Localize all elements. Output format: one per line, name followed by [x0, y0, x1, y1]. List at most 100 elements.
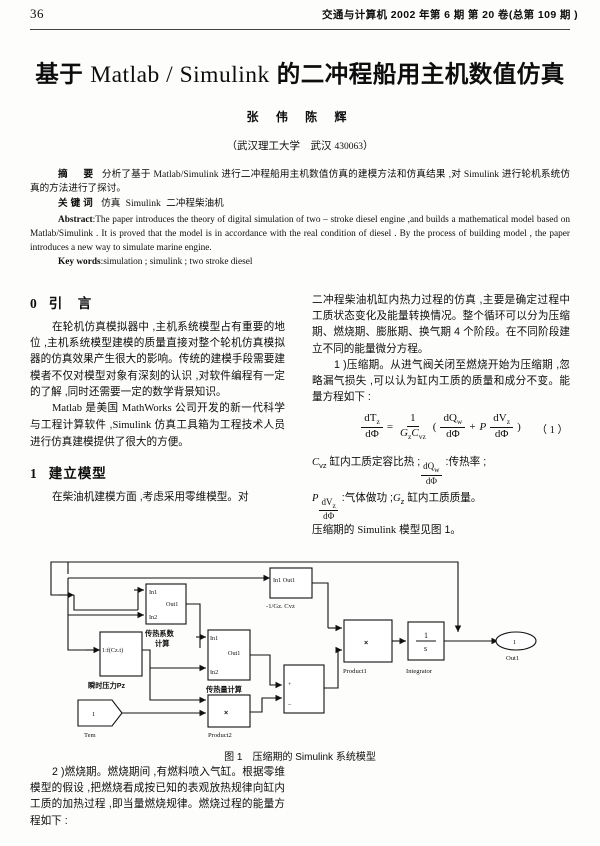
- abstract-cn-b: 进行二冲程船用主机数值仿真的建模方法和仿真结果 ,对: [218, 169, 464, 180]
- abstract-en: Abstract:The paper introduces the theory…: [30, 213, 570, 255]
- def-p-symbol: P: [312, 492, 319, 504]
- wire-gain-out: [312, 582, 329, 628]
- sum-block[interactable]: [283, 664, 325, 714]
- eq1-lhs-den: dΦ: [365, 428, 379, 441]
- eq1-f1-den-sub1: z: [408, 432, 412, 442]
- gain-in-port-label: In1 Out1: [273, 577, 295, 584]
- section-title-0: 引 言: [48, 296, 93, 311]
- section-title-1: 建立模型: [48, 465, 107, 481]
- right-column: 二冲程柴油机缸内热力过程的仿真 ,主要是确定过程中工质状态变化及能量转换情况。整…: [312, 292, 570, 539]
- sum-plus: +: [288, 681, 292, 688]
- paragraph-intro-2-b: 是美国: [82, 402, 122, 415]
- affiliation-postcode: 430063: [334, 142, 363, 152]
- heat-flow-sublabel: 传热量计算: [205, 685, 242, 694]
- wire-pressure-out: [142, 649, 206, 672]
- wire-bus-down: [67, 578, 93, 651]
- tail-left-column: 2 )燃烧期。燃烧期间 ,有燃料喷入气缸。根据零维模型的假设 ,把燃烧看成按已知…: [30, 764, 285, 829]
- eq1-f1-den-c: C: [411, 426, 419, 439]
- eq1-f3-num: dV: [493, 412, 507, 425]
- paragraph-intro-2: Matlab 是美国 MathWorks 公司开发的新一代科学与工程计算软件 ,…: [30, 400, 285, 451]
- abstract-cn-label: 摘 要: [58, 169, 97, 180]
- heat-coef-sublabel-2: 计算: [155, 639, 169, 648]
- article-title: 基于 Matlab / Simulink 的二冲程船用主机数值仿真: [0, 55, 600, 89]
- eq1-paren-close: ): [517, 421, 521, 434]
- section-number-0: 0: [30, 296, 38, 311]
- eq1-f3-num-sub: z: [506, 417, 511, 427]
- mathworks-mention: MathWorks: [121, 403, 172, 415]
- eq1-plus: +: [469, 421, 476, 434]
- heat-coef-in1: In1: [149, 589, 157, 596]
- fig-ref-a: 压缩期的: [312, 523, 358, 536]
- section-heading-0: 0 引 言: [30, 292, 285, 312]
- product2-block[interactable]: [207, 694, 251, 728]
- heat-coef-sublabel-1: 传热系数: [144, 629, 175, 638]
- sum-minus: –: [287, 701, 292, 708]
- eq1-f2-den: dΦ: [446, 428, 460, 441]
- eq1-f2: dQw dΦ: [440, 412, 466, 441]
- heat-flow-in2: In2: [210, 669, 218, 676]
- eq1-f2-num: dQ: [443, 412, 457, 425]
- eq1-f1-den-g: G: [400, 426, 408, 439]
- product2-label: ×: [224, 708, 228, 717]
- def-cvz-symbol: C: [312, 457, 320, 469]
- def-dqw-num: dQ: [423, 461, 435, 472]
- paragraph-intro-2-f: 仿真工具箱为工程技术人员进行仿真建模提供了很大的方便。: [30, 419, 285, 449]
- gain-block[interactable]: [269, 567, 313, 599]
- output-port-label: 1: [513, 639, 516, 646]
- product1-label: ×: [364, 638, 368, 647]
- abstract-en-label: Abstract: [58, 214, 93, 225]
- input-port-label: 1: [92, 711, 95, 718]
- heat-coef-in2: In2: [149, 614, 157, 621]
- pressure-block-label: 1:f(Cz.t): [102, 647, 123, 654]
- simulink-mention: Simulink: [112, 420, 152, 432]
- eq1-f3: dVz dΦ: [490, 412, 514, 441]
- title-part-2: 的二冲程船用主机数值仿真: [269, 61, 565, 87]
- output-port[interactable]: [495, 631, 537, 651]
- affiliation-post: ）: [362, 140, 374, 152]
- pressure-block[interactable]: [99, 631, 143, 677]
- input-port[interactable]: [77, 699, 123, 727]
- wire-heatcoef-out: [186, 603, 201, 648]
- wire-node-down: [73, 595, 138, 611]
- paragraph-right-2: 1 )压缩期。从进气阀关闭至燃烧开始为压缩期 ,忽略漏气损失 ,可以认为缸内工质…: [312, 358, 570, 404]
- page-folio: 36: [30, 6, 44, 21]
- heat-flow-block[interactable]: [207, 629, 251, 681]
- heat-flow-out: Out1: [228, 650, 240, 657]
- paragraph-right-1: 二冲程柴油机缸内热力过程的仿真 ,主要是确定过程中工质状态变化及能量转换情况。整…: [312, 294, 570, 355]
- eq1-lhs-num-sub: z: [376, 417, 380, 427]
- paragraph-intro-1: 在轮机仿真模拟器中 ,主机系统模型占有重要的地位 ,主机系统模型建模的质量直接对…: [30, 321, 285, 398]
- eq1-number: （ 1 ）: [536, 425, 569, 437]
- paragraph-model-1: 在柴油机建模方面 ,考虑采用零维模型。对: [52, 490, 249, 503]
- figure-reference-sentence: 压缩期的 Simulink 模型见图 1。: [312, 522, 570, 539]
- figure-caption-label: 图 1: [224, 752, 243, 763]
- abstract-cn: 摘 要 分析了基于 Matlab/Simulink 进行二冲程船用主机数值仿真的…: [30, 168, 570, 197]
- heat-flow-in1: In1: [210, 635, 218, 642]
- keywords-cn-label: 关键词: [58, 197, 96, 209]
- product1-block[interactable]: [343, 619, 393, 663]
- figure-caption: 图 1 压缩期的 Simulink 系统模型: [0, 748, 600, 763]
- eq1-p-symbol: P: [479, 421, 487, 434]
- keywords-en-label: Key words: [58, 256, 101, 267]
- matlab-mention: Matlab: [52, 403, 83, 415]
- def-dvz-num-sub: z: [332, 500, 336, 510]
- def-gz-symbol: G: [392, 492, 401, 504]
- def-dqw-num-sub: w: [434, 465, 440, 475]
- def-gz-sub: z: [400, 496, 405, 506]
- eq1-paren-open: (: [432, 421, 437, 434]
- heat-coef-block[interactable]: [145, 583, 187, 625]
- fig-ref-b: 模型见图 1。: [396, 523, 461, 536]
- product1-sublabel: Product1: [343, 668, 367, 675]
- wire-product2-out: [250, 694, 282, 713]
- title-part-1: 基于: [35, 61, 91, 87]
- wire-feedback-outer: [50, 561, 462, 632]
- eq1-equals: =: [386, 421, 394, 434]
- author-list: 张 伟 陈 辉: [246, 110, 354, 124]
- eq1-lhs-num: dT: [364, 412, 377, 425]
- abstract-cn-latin-2: Simulink: [463, 169, 500, 180]
- def-gz-text: 缸内工质质量。: [404, 491, 482, 504]
- def-dvz-den: dΦ: [323, 511, 335, 522]
- integrator-numerator: 1: [424, 631, 428, 640]
